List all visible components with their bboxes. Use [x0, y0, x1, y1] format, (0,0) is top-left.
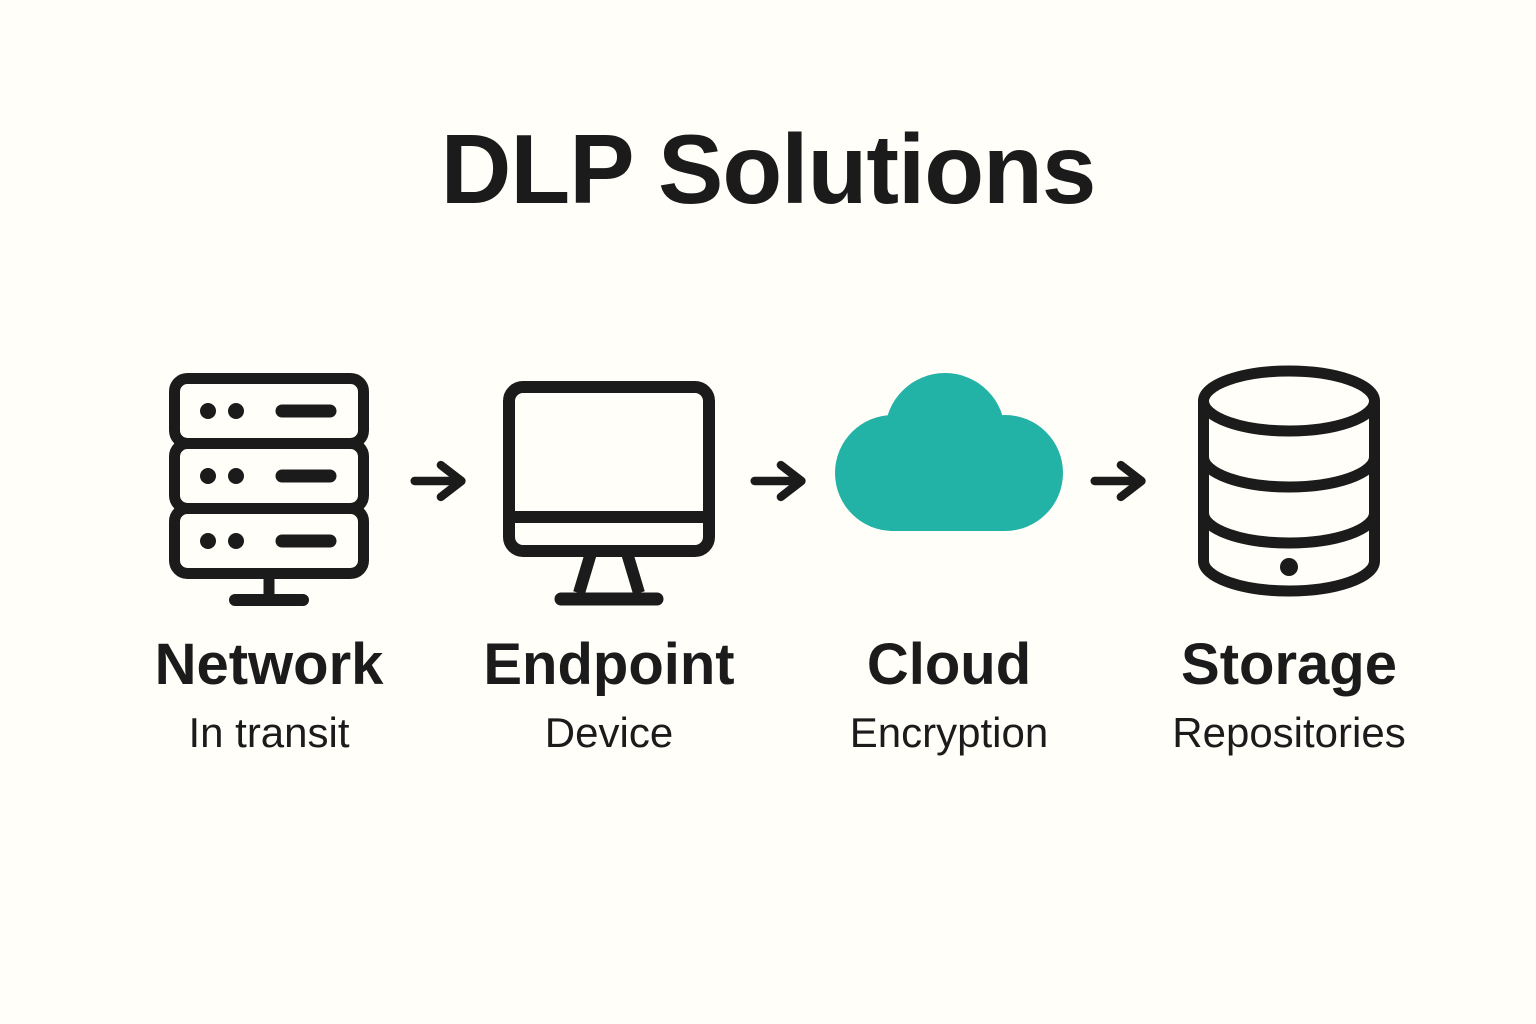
step-label: Network [154, 631, 384, 697]
step-sublabel: Encryption [849, 708, 1049, 756]
step-network: Network In transit [128, 361, 410, 757]
page-title: DLP Solutions [440, 114, 1097, 224]
flow-diagram: Network In transit Endpoint Device [22, 361, 1536, 757]
step-sublabel: In transit [188, 708, 350, 756]
step-cloud: Cloud Encryption [808, 361, 1090, 757]
desktop-monitor-icon [468, 361, 750, 606]
step-sublabel: Device [544, 708, 674, 756]
step-label: Cloud [866, 631, 1032, 697]
arrow-icon [410, 361, 468, 601]
arrow-icon [750, 361, 808, 601]
step-storage: Storage Repositories [1148, 361, 1430, 757]
cloud-icon [808, 361, 1090, 601]
step-endpoint: Endpoint Device [468, 361, 750, 757]
server-rack-icon [128, 361, 410, 606]
database-icon [1148, 361, 1430, 601]
step-label: Storage [1181, 631, 1397, 697]
arrow-icon [1090, 361, 1148, 601]
step-label: Endpoint [483, 631, 735, 697]
step-sublabel: Repositories [1172, 708, 1406, 756]
